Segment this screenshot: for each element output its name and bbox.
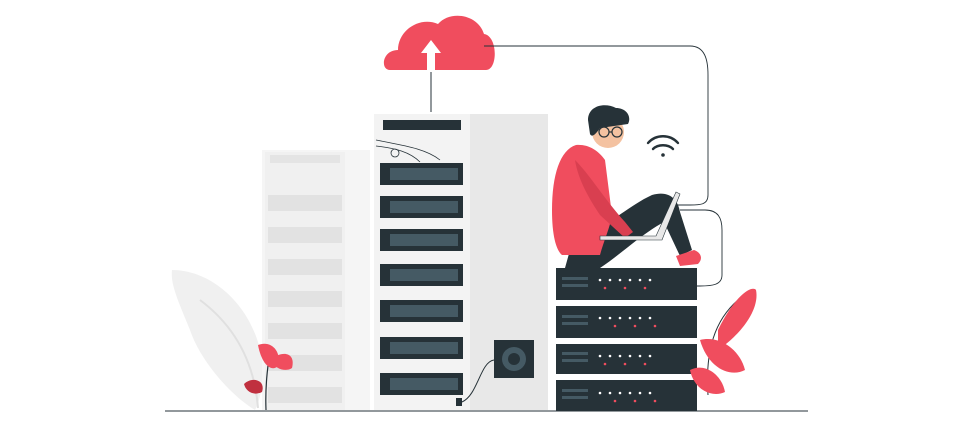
plant-right: [690, 288, 757, 396]
speaker-box: [456, 340, 534, 406]
server-stack: [556, 268, 697, 411]
person-with-laptop: [552, 105, 701, 268]
back-server-tower: [262, 150, 370, 410]
wifi-icon: [646, 135, 680, 157]
cloud-upload-icon: [383, 15, 495, 72]
background-plant-left: [171, 270, 263, 410]
plant-left: [244, 343, 293, 411]
network-cables: [484, 45, 723, 287]
